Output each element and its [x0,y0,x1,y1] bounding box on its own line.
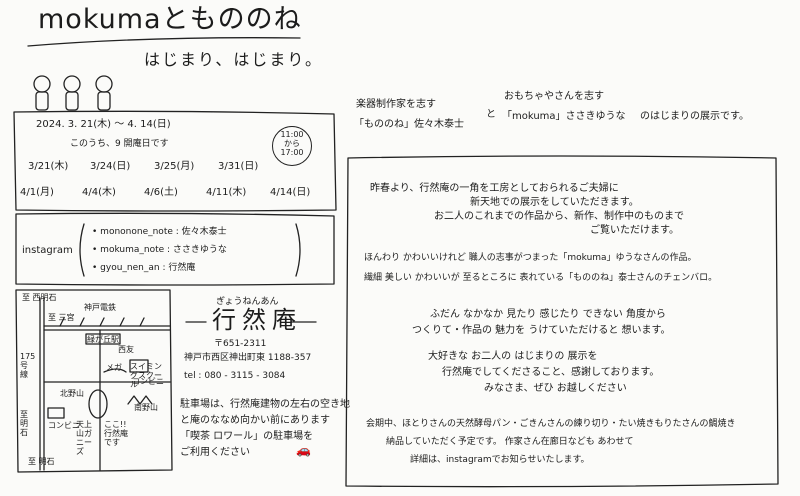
venue-reading: ぎょうねんあん [216,297,279,307]
instagram-handle[interactable]: mononone_note [100,227,173,237]
parking-line: 駐車場は、行然庵建物の左右の空き地 [180,399,350,410]
intro-left-1: 楽器制作家を志す [356,99,436,110]
page-subtitle: はじまり、はじまり。 [144,50,324,69]
map-label-minaminoyama: 南野山 [134,403,158,412]
map-label-akashi-bottom: 至 明石 [28,457,55,466]
map-label-sannomiya: 至 三宮 [48,313,75,322]
body-p4-line: 行然庵でしてくださること、感謝しております。 [442,367,660,378]
body-p3-line: つくりて・作品の 魅力を うけていただけると 想います。 [412,325,671,336]
map-label-swimming: スイミングスクール [130,362,162,389]
body-p5-line: 納品していただく予定です。 作家さん在廊日なども あわせて [386,437,634,447]
date-item: 4/1(月) [20,187,54,198]
body-p1-line: お二人のこれまでの作品から、新作、制作中のものまで [434,211,684,222]
instagram-handle[interactable]: mokuma_note [100,245,165,255]
car-icon: 🚗 [296,443,311,457]
map-label-mega: メガ [106,363,122,372]
map-label-konbini: コンビニ [48,421,80,430]
instagram-account-row: • mononone_note : 佐々木泰士 [92,227,227,237]
intro-and: と [486,109,496,120]
instagram-label: instagram [22,245,73,256]
time-separator: から [284,139,300,148]
map-label-akashi: 至 明石 [20,410,28,437]
map-label-station: 緑が丘駅 [87,335,119,344]
map-label-konbini2: コンビニ [132,377,164,386]
body-p2-line: 繊細 美しい かわいいが 至るところに 表れている「もののね」泰士さんのチェンバ… [364,273,718,283]
parking-line: 「喫茶 ロワール」の駐車場を [180,431,314,442]
body-p3-line: ふだん なかなか 見たり 感じたり できない 角度から [430,309,666,320]
date-item: 4/4(木) [82,187,116,198]
kokeshi-doll-icon [33,75,113,111]
parking-line: ご利用ください [180,447,250,458]
body-p1-line: 新天地での展示をしていただきます。 [470,197,639,208]
map-label-here: ここ!! 行然庵です [104,420,128,447]
body-p2-line: ほんわり かわいいけれど 職人の志事がつまった「mokuma」ゆうなさんの作品。 [364,253,697,263]
map-label-tenjin: 天上山ガニーズ [76,420,92,456]
account-owner: 佐々木泰士 [181,227,227,237]
venue-postal: 〒651-2311 [214,339,267,349]
map-label-nishi-akashi: 至 西明石 [22,293,57,302]
date-item: 3/24(日) [90,161,131,172]
body-p5-line: 詳細は、instagramでお知らせいたします。 [410,455,590,465]
date-item: 3/31(日) [218,161,259,172]
open-hours-badge: 11:00 から 17:00 [272,126,312,166]
map-label-seiyu: 西友 [118,345,134,354]
venue-name: 行然庵 [212,306,302,334]
exhibition-period: 2024. 3. 21(木) 〜 4. 14(日) [36,119,171,130]
parking-line: と庵のななめ向かい前にあります [180,415,330,426]
map-label-kitayama: 北野山 [60,389,84,398]
venue-tel: tel : 080 - 3115 - 3084 [184,371,286,381]
body-p1-line: 昨春より、行然庵の一角を工房としておられるご夫婦に [370,183,619,194]
date-item: 4/14(日) [270,187,311,198]
open-days-note: このうち、9 開庵日です [70,139,169,149]
date-item: 3/25(月) [154,161,195,172]
date-item: 4/11(木) [206,187,247,198]
intro-left-2: 「もののね」佐々木泰士 [354,119,464,130]
intro-right-1: おもちゃやさんを志す [504,91,604,102]
map-label-route175: 175号線 [20,352,36,379]
instagram-account-row: • mokuma_note : ささきゆうな [92,245,227,255]
date-item: 4/6(土) [144,187,178,198]
instagram-account-row: • gyou_nen_an : 行然庵 [92,263,196,273]
account-owner: ささきゆうな [172,245,227,255]
close-time: 17:00 [280,148,304,157]
body-p1-line: ご覧いただけます。 [590,225,679,236]
body-p5-line: 会期中、ほとりさんの天然酵母パン・ごきんさんの練り切り・たい焼きもりたさんの鯛焼… [366,419,736,429]
intro-right-3: のはじまりの展示です。 [640,111,749,122]
page-title: mokumaともののね [38,4,302,35]
map-label-kobe-line: 神戸電鉄 [84,303,116,312]
date-item: 3/21(木) [28,161,69,172]
body-p4-line: 大好きな お二人の はじまりの 展示を [428,351,598,362]
account-owner: 行然庵 [168,263,196,273]
venue-address: 神戸市西区神出町東 1188-357 [184,353,312,363]
instagram-handle[interactable]: gyou_nen_an [100,263,160,273]
body-p4-line: みなさま、ぜひ お越しください [484,383,627,394]
open-time: 11:00 [280,130,304,139]
intro-right-2: 「mokuma」ささきゆうな [502,111,626,122]
